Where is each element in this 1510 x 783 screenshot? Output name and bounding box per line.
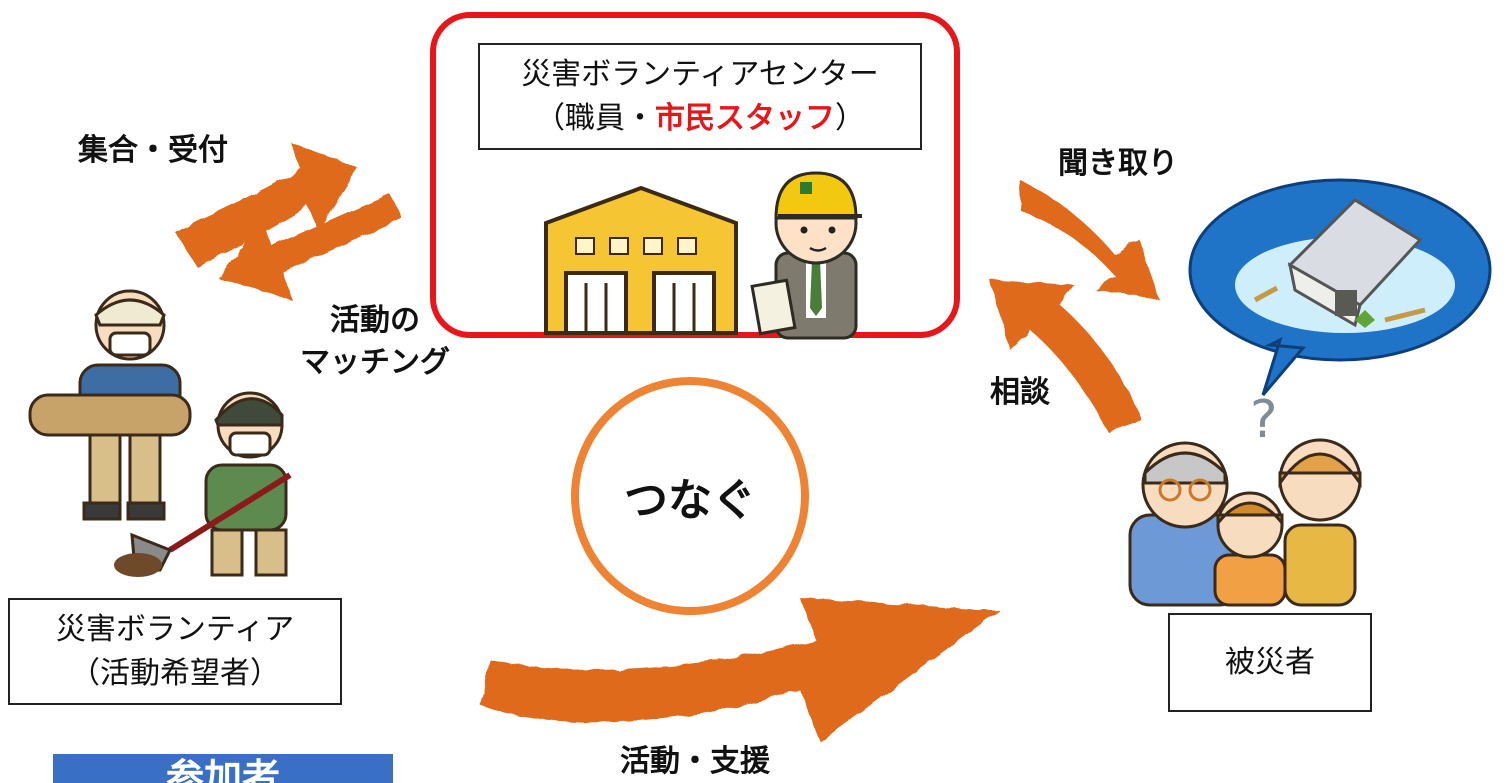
volunteers-illustration — [28, 289, 292, 577]
volunteer-box: 災害ボランティア （活動希望者） — [8, 598, 342, 705]
gather-label: 集合・受付 — [78, 133, 228, 168]
victim-family-illustration: ? — [1128, 390, 1362, 607]
connect-hub-circle: つなぐ — [571, 377, 809, 615]
matching-label-line1: 活動の — [330, 303, 420, 338]
connect-hub-label: つなぐ — [624, 475, 756, 526]
victim-label: 被災者 — [1225, 644, 1315, 680]
matching-label-line2: マッチング — [300, 345, 450, 380]
volunteer-box-line2: （活動希望者） — [70, 655, 280, 691]
gather-arrow — [175, 142, 358, 268]
volunteer-box-line1: 災害ボランティア — [55, 612, 295, 647]
hearing-arrow — [1020, 180, 1160, 300]
hearing-label: 聞き取り — [1058, 146, 1178, 181]
citizen-staff-highlight: 市民スタッフ — [655, 100, 835, 136]
staff-illustration — [750, 171, 862, 340]
victim-speech-bubble — [1188, 178, 1492, 396]
participant-banner: 参加者 — [53, 754, 393, 783]
question-mark-icon: ? — [1250, 390, 1278, 450]
matching-arrow — [218, 194, 402, 300]
volunteer-center-title: 災害ボランティアセンター — [521, 57, 879, 92]
consult-label: 相談 — [990, 375, 1050, 410]
volunteer-center-box: 災害ボランティアセンター （職員・市民スタッフ） — [478, 43, 922, 150]
center-building-illustration — [544, 185, 738, 335]
support-label: 活動・支援 — [620, 744, 770, 779]
volunteer-center-subtitle: （職員・市民スタッフ） — [535, 100, 865, 136]
victim-box: 被災者 — [1168, 613, 1372, 712]
volunteer-center-frame: 災害ボランティアセンター （職員・市民スタッフ） — [430, 12, 960, 340]
matching-label: 活動の マッチング — [300, 300, 450, 384]
support-arrow — [480, 598, 1000, 742]
consult-arrow — [990, 280, 1142, 432]
